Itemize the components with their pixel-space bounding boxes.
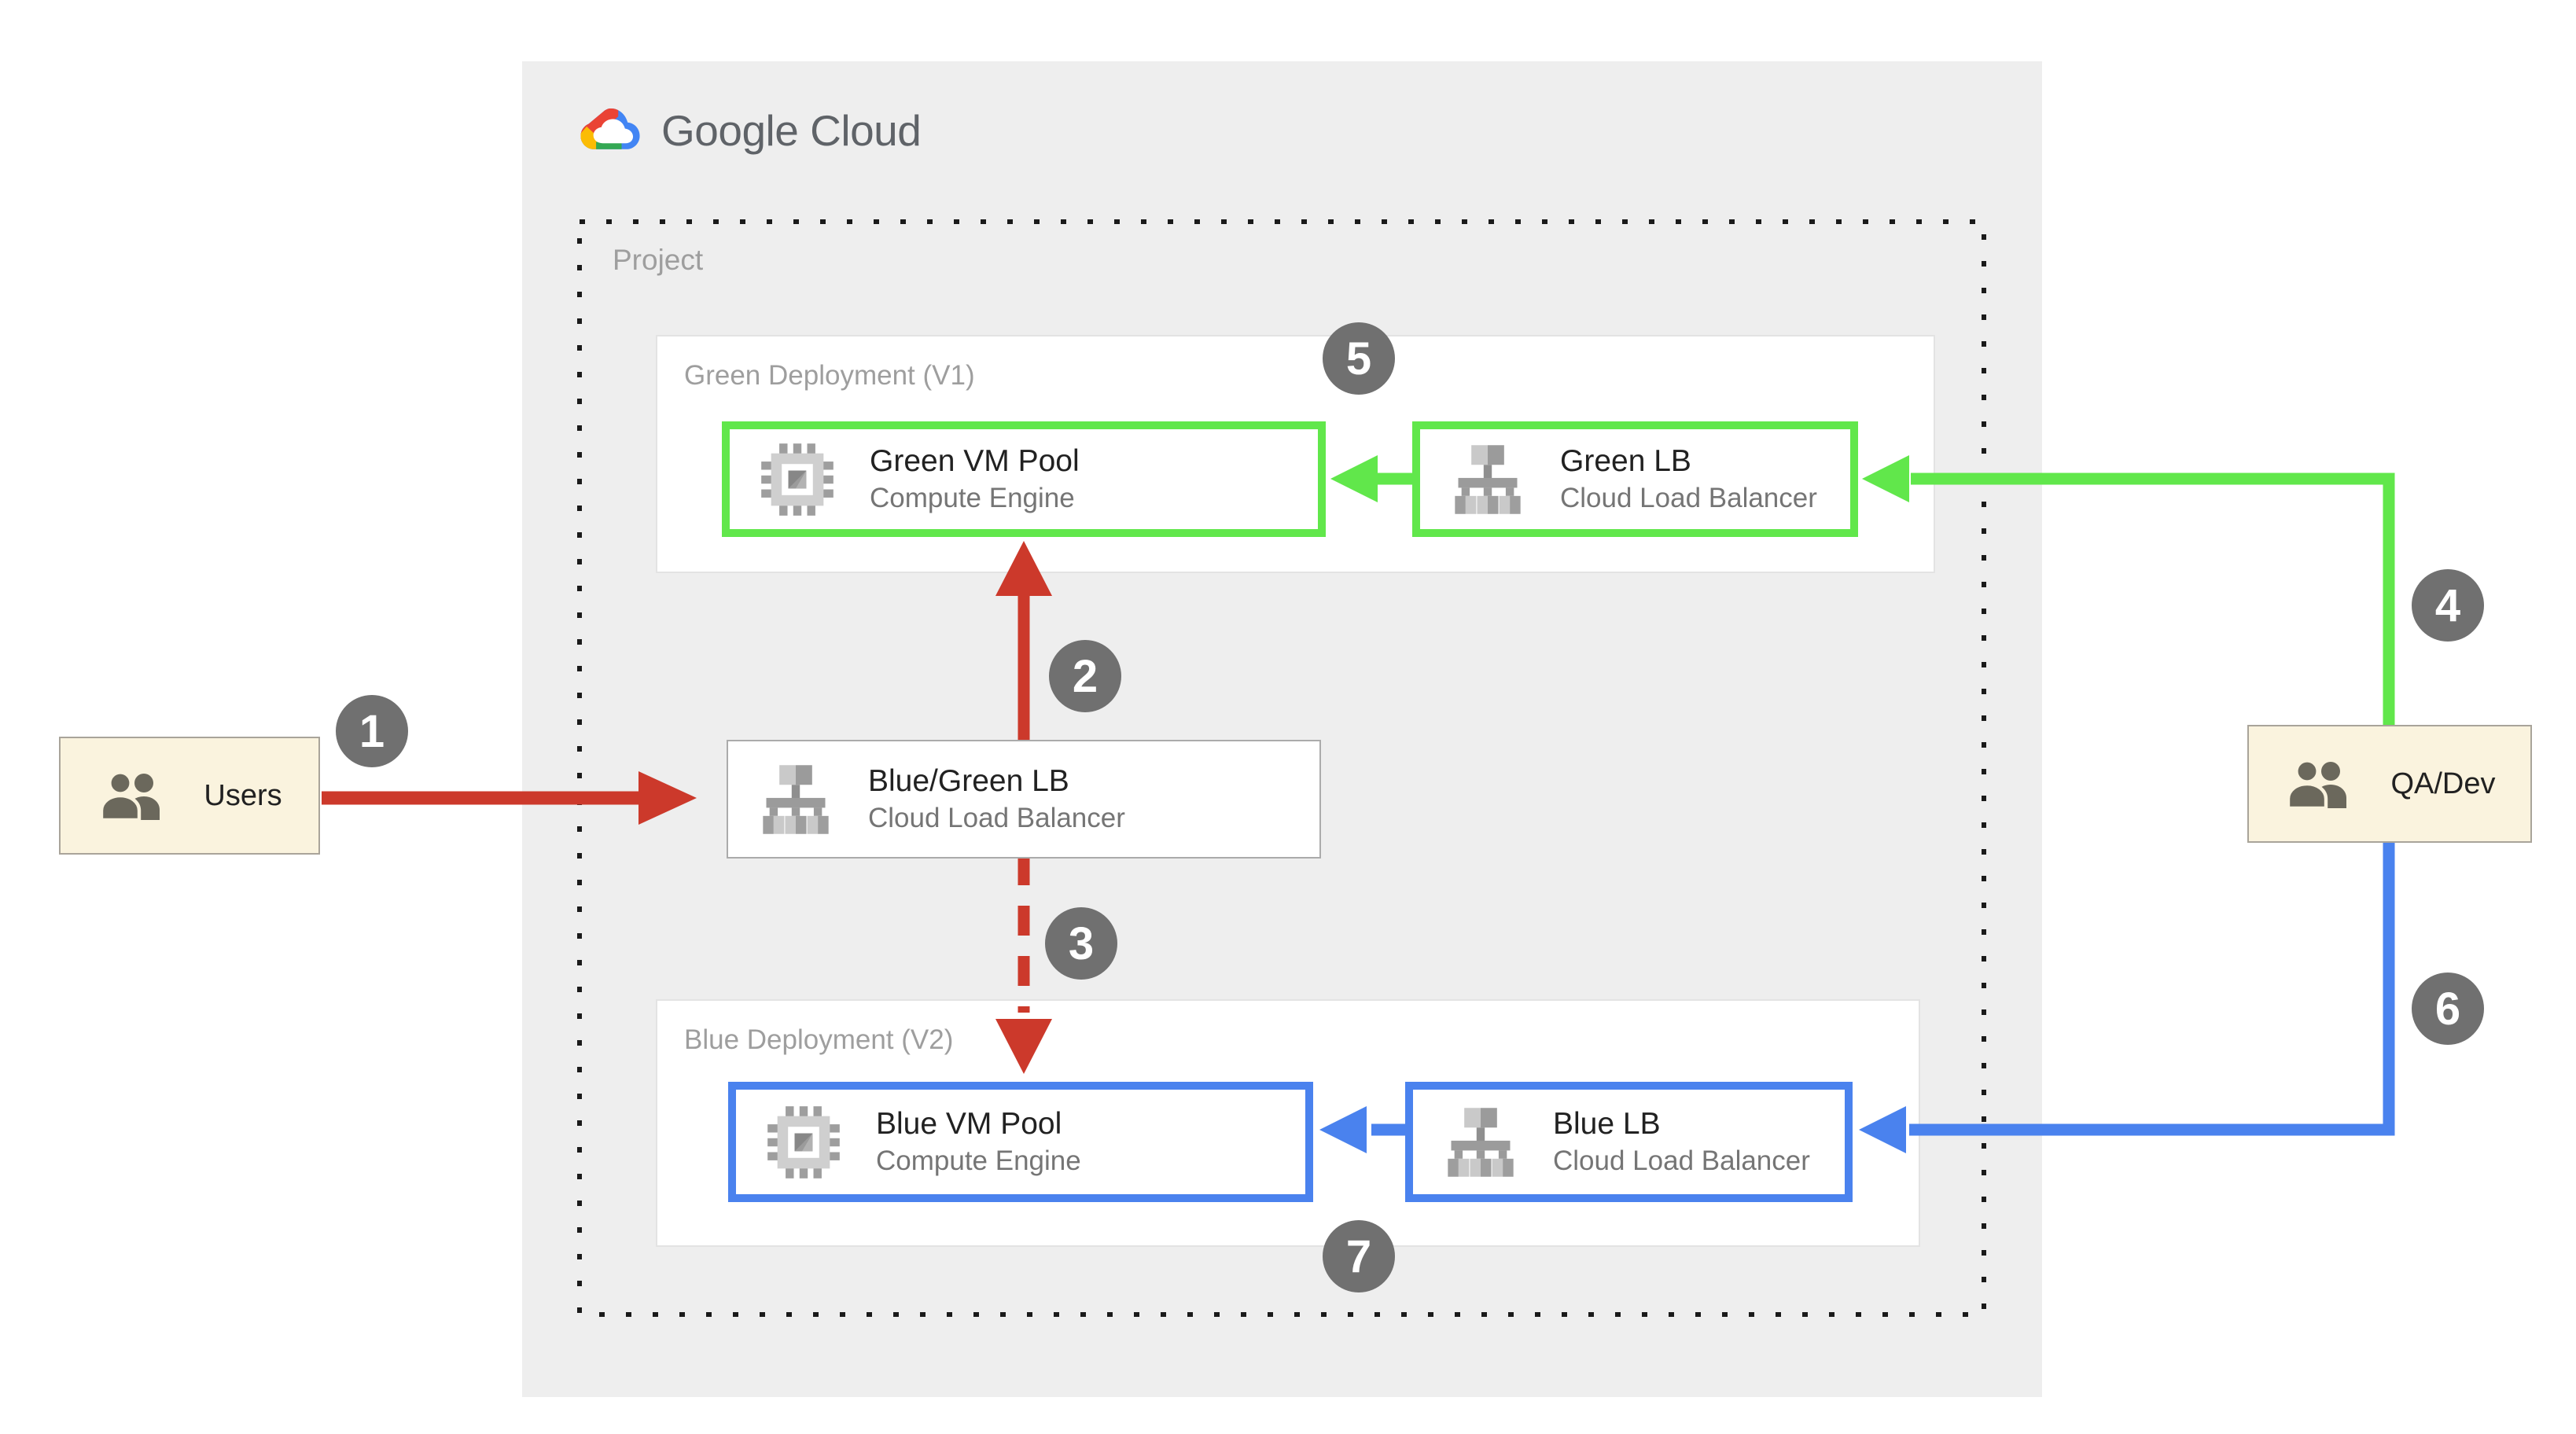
node-title: Green VM Pool	[870, 443, 1080, 478]
step-badge-4: 4	[2412, 569, 2484, 642]
node-subtitle: Cloud Load Balancer	[1560, 482, 1817, 513]
project-label: Project	[613, 244, 704, 276]
node-subtitle: Cloud Load Balancer	[868, 802, 1125, 833]
node-green-lb: Green LB Cloud Load Balancer	[1412, 421, 1858, 537]
google-cloud-cloud-icon	[580, 108, 640, 149]
actor-label: QA/Dev	[2390, 767, 2496, 800]
load-balancer-icon	[763, 764, 829, 834]
green-deployment-label: Green Deployment (V1)	[684, 360, 975, 391]
google-cloud-logo: Google Cloud	[578, 105, 922, 156]
people-icon	[2287, 759, 2347, 808]
step-badge-7: 7	[1323, 1220, 1395, 1292]
node-blue-lb: Blue LB Cloud Load Balancer	[1405, 1082, 1853, 1202]
node-subtitle: Cloud Load Balancer	[1553, 1145, 1810, 1176]
node-green-vm-pool: Green VM Pool Compute Engine	[722, 421, 1326, 537]
actor-label: Users	[204, 778, 282, 812]
step-badge-6: 6	[2412, 973, 2484, 1045]
node-title: Green LB	[1560, 443, 1691, 478]
step-badge-1: 1	[336, 695, 408, 767]
actor-qa-dev: QA/Dev	[2247, 725, 2532, 843]
node-title: Blue VM Pool	[876, 1106, 1062, 1141]
step-badge-2: 2	[1049, 640, 1121, 712]
node-title: Blue/Green LB	[868, 763, 1069, 798]
blue-deployment-label: Blue Deployment (V2)	[684, 1024, 954, 1055]
node-title: Blue LB	[1553, 1106, 1661, 1141]
node-subtitle: Compute Engine	[870, 482, 1075, 513]
compute-engine-icon	[767, 1105, 840, 1178]
node-subtitle: Compute Engine	[876, 1145, 1081, 1176]
load-balancer-icon	[1448, 1107, 1514, 1177]
compute-engine-icon	[761, 443, 834, 516]
people-icon	[100, 771, 160, 820]
node-blue-vm-pool: Blue VM Pool Compute Engine	[728, 1082, 1313, 1202]
step-badge-5: 5	[1323, 322, 1395, 395]
step-badge-3: 3	[1045, 907, 1117, 980]
actor-users: Users	[59, 737, 320, 855]
load-balancer-icon	[1455, 444, 1521, 514]
google-cloud-wordmark: Google Cloud	[661, 106, 922, 155]
node-bluegreen-lb: Blue/Green LB Cloud Load Balancer	[727, 740, 1321, 859]
